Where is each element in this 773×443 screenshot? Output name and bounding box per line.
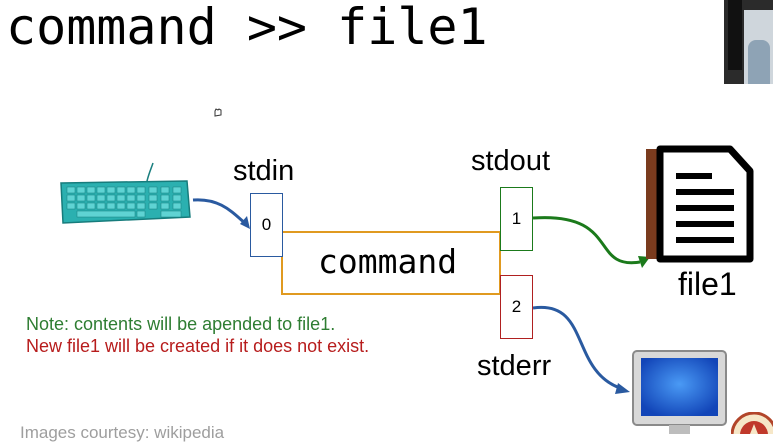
stderr-label: stderr [477, 350, 552, 382]
keyboard-icon [57, 161, 192, 225]
presenter-photo [724, 0, 773, 84]
image-credit: Images courtesy: wikipedia [20, 423, 225, 442]
stdout-port-box: 1 [500, 187, 533, 251]
note-text: Note: contents will be apended to file1.… [26, 313, 386, 357]
slide-title: command >> file1 [6, 0, 488, 56]
stdin-arrow [192, 198, 247, 226]
stdin-port-box: 0 [250, 193, 283, 257]
file1-label: file1 [678, 266, 737, 302]
stdin-label: stdin [233, 155, 295, 187]
seal-logo-icon [731, 412, 773, 434]
stderr-arrow [532, 305, 621, 390]
stderr-port-box: 2 [500, 275, 533, 339]
document-icon [646, 145, 754, 263]
stderr-fd: 2 [511, 297, 522, 316]
note-line-create: New file1 will be created if it does not… [26, 336, 370, 356]
stdout-label: stdout [471, 145, 550, 177]
stdout-arrow [532, 216, 641, 265]
command-label: command [318, 242, 458, 281]
stdin-fd: 0 [261, 215, 272, 234]
stdout-fd: 1 [511, 209, 522, 228]
note-line-append: Note: contents will be apended to file1. [26, 314, 336, 334]
hand-cursor-icon [213, 104, 223, 117]
connectors [192, 198, 650, 394]
monitor-icon [632, 350, 727, 434]
